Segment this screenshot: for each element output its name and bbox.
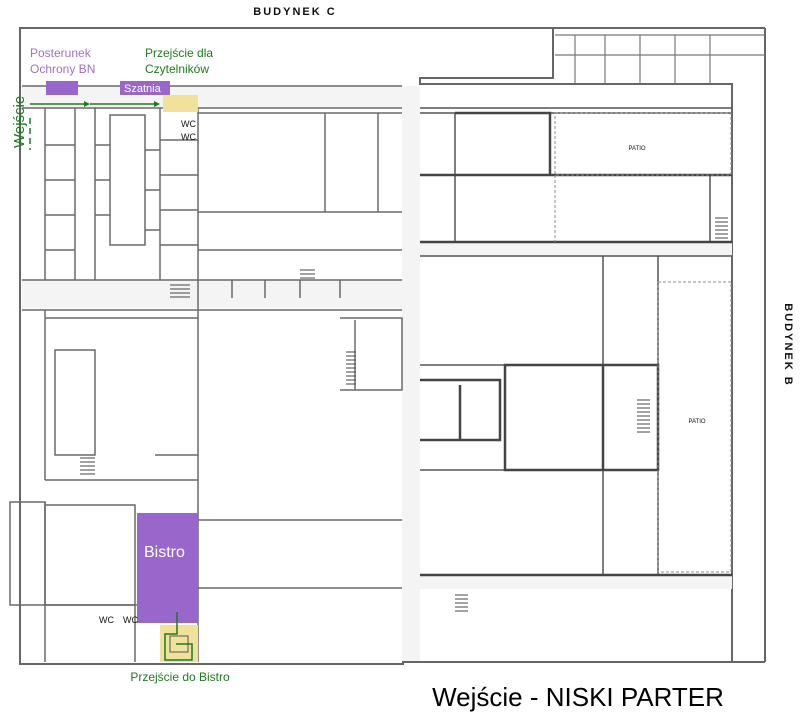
wc-label-3: WC <box>99 615 114 625</box>
interior-walls <box>9 85 403 662</box>
readers-passage-area <box>163 95 198 112</box>
right-wing-walls <box>420 107 732 576</box>
bistro-room <box>137 513 198 623</box>
wc-label-1: WC <box>181 119 196 129</box>
wc-label-4: WC <box>123 615 138 625</box>
staircases <box>80 217 728 612</box>
cloakroom-label: Szatnia <box>124 83 162 95</box>
building-b-label: BUDYNEK B <box>782 303 794 386</box>
patio-label-top: PATIO <box>628 146 645 152</box>
entrance-label: Wejście <box>11 96 28 148</box>
patio-label-right: PATIO <box>688 419 705 425</box>
cloakroom-room <box>120 81 170 95</box>
wc-label-2: WC <box>181 132 196 142</box>
security-post-label-line2: Ochrony BN <box>30 62 95 76</box>
security-post-label-line1: Posterunek <box>30 46 92 60</box>
security-post-room <box>46 81 78 95</box>
building-c-label: BUDYNEK C <box>253 6 336 18</box>
building-c-block <box>555 34 765 84</box>
outer-walls <box>19 27 766 665</box>
bistro-passage-label: Przejście do Bistro <box>130 670 230 684</box>
thick-walls <box>420 111 732 577</box>
corridor-fills <box>22 86 732 661</box>
entrance-route <box>19 101 193 661</box>
page-title: Wejście - NISKI PARTER <box>432 682 724 712</box>
bistro-label: Bistro <box>144 544 185 561</box>
patio-outlines <box>554 112 732 573</box>
readers-passage-label-line1: Przejście dla <box>145 46 213 60</box>
readers-passage-label-line2: Czytelników <box>145 62 209 76</box>
